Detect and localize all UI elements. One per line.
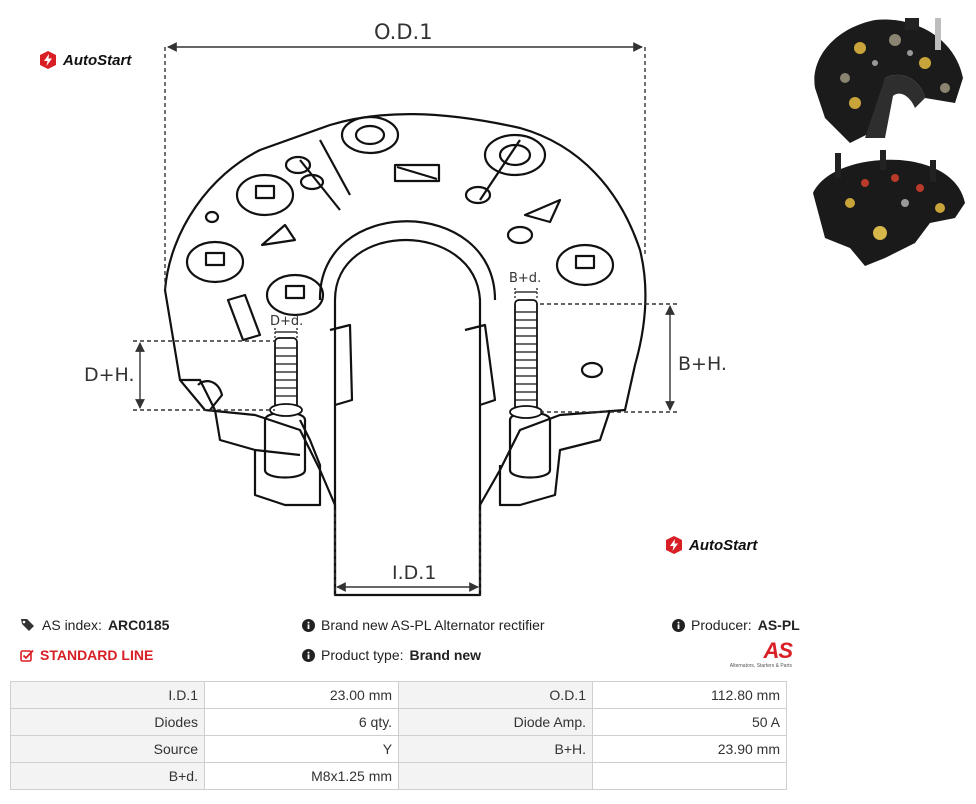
autostart-logo-text: AutoStart xyxy=(689,536,758,554)
producer-value: AS-PL xyxy=(757,617,800,633)
spec-key xyxy=(398,762,593,790)
as-index-label: AS index: xyxy=(42,617,102,633)
info-circle-icon xyxy=(302,648,315,662)
spec-value: Y xyxy=(203,735,400,763)
spec-key: O.D.1 xyxy=(398,681,593,709)
spec-key: I.D.1 xyxy=(10,681,205,709)
bd-dimension-label: B+d. xyxy=(509,271,542,286)
spec-key: Diode Amp. xyxy=(398,708,593,736)
dd-dimension-label: D+d. xyxy=(270,314,304,329)
as-pl-logo-tagline: Alternators, Starters & Parts xyxy=(729,663,792,669)
info-circle-icon xyxy=(672,618,685,632)
product-type-label: Product type: xyxy=(321,647,404,663)
spec-value: 23.00 mm xyxy=(203,681,400,709)
as-index: AS index: ARC0185 xyxy=(20,617,169,633)
specs-table: I.D.1 23.00 mm O.D.1 112.80 mm Diodes 6 … xyxy=(10,681,787,790)
autostart-mark-icon xyxy=(40,51,56,69)
dh-dimension-label: D+H. xyxy=(84,364,135,386)
spec-key: Diodes xyxy=(10,708,205,736)
autostart-logo-text: AutoStart xyxy=(63,51,132,69)
autostart-logo-top: AutoStart xyxy=(38,50,131,70)
bh-dimension-label: B+H. xyxy=(678,353,727,375)
producer: Producer: AS-PL xyxy=(672,617,800,633)
producer-label: Producer: xyxy=(691,617,752,633)
product-type: Product type: Brand new xyxy=(302,647,481,663)
tags-icon xyxy=(21,619,34,631)
table-row: Diodes 6 qty. Diode Amp. 50 A xyxy=(10,708,787,736)
description-text: Brand new AS-PL Alternator rectifier xyxy=(321,617,545,633)
spec-value: M8x1.25 mm xyxy=(203,762,400,790)
standard-line: STANDARD LINE xyxy=(20,647,153,663)
spec-value: 23.90 mm xyxy=(592,735,787,763)
spec-key: Source xyxy=(10,735,205,763)
spec-value: 112.80 mm xyxy=(592,681,787,709)
od-dimension-label: O.D.1 xyxy=(374,20,433,44)
spec-value xyxy=(592,762,787,790)
spec-key: B+H. xyxy=(398,735,593,763)
info-circle-icon xyxy=(302,618,315,632)
spec-key: B+d. xyxy=(10,762,205,790)
product-photo-bottom[interactable] xyxy=(805,148,970,273)
spec-value: 6 qty. xyxy=(203,708,400,736)
id-dimension-label: I.D.1 xyxy=(392,562,437,584)
autostart-mark-icon xyxy=(666,536,682,554)
check-square-icon xyxy=(20,649,34,662)
as-pl-logo-mark: AS xyxy=(763,638,793,663)
as-index-value: ARC0185 xyxy=(107,617,170,633)
spec-value: 50 A xyxy=(592,708,787,736)
autostart-logo-bottom: AutoStart xyxy=(664,535,757,555)
product-description: Brand new AS-PL Alternator rectifier xyxy=(302,617,545,633)
table-row: I.D.1 23.00 mm O.D.1 112.80 mm xyxy=(10,681,787,709)
as-pl-logo: AS Alternators, Starters & Parts xyxy=(716,638,793,672)
rectifier-technical-drawing xyxy=(133,42,678,597)
standard-line-label: STANDARD LINE xyxy=(40,647,154,663)
product-photo-top[interactable] xyxy=(805,8,970,148)
product-type-value: Brand new xyxy=(409,647,482,663)
table-row: Source Y B+H. 23.90 mm xyxy=(10,735,787,763)
table-row: B+d. M8x1.25 mm xyxy=(10,762,787,790)
